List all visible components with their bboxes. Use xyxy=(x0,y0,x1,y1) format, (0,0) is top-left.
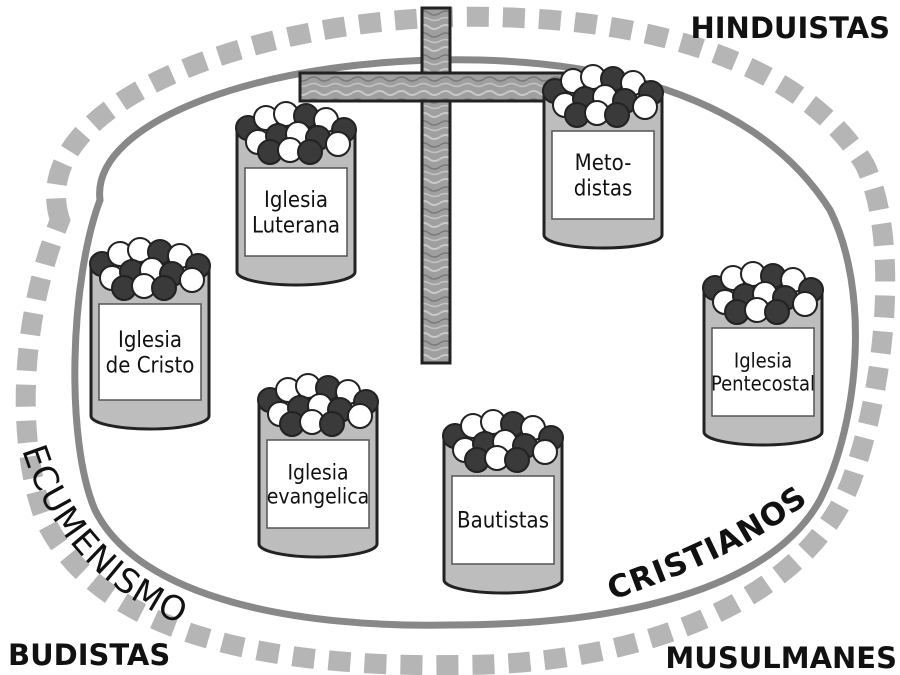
label-musulmanes: MUSULMANES xyxy=(665,641,897,675)
can-label-line: Iglesia xyxy=(264,188,328,213)
white-ball xyxy=(792,291,818,317)
dark-ball xyxy=(297,139,323,165)
can-label-line: Iglesia xyxy=(734,349,792,373)
can-label-panel xyxy=(98,303,202,401)
can-label-line: Iglesia xyxy=(287,460,348,484)
can-label-line: Pentecostal xyxy=(711,372,815,396)
can-label-panel xyxy=(244,167,348,257)
can-label-line: Iglesia xyxy=(118,328,182,353)
can-metodistas: Meto-distas xyxy=(542,64,664,250)
label-ecumenismo: ECUMENISMO xyxy=(13,440,193,633)
can-label-panel xyxy=(451,475,555,565)
dark-ball xyxy=(764,299,790,325)
can-label-line: evangelica xyxy=(267,484,369,508)
white-ball xyxy=(532,439,558,465)
dark-ball xyxy=(504,447,530,473)
dark-ball xyxy=(319,411,345,437)
can-label-line: Luterana xyxy=(252,213,340,238)
dark-ball xyxy=(151,275,177,301)
can-label-line: distas xyxy=(574,176,633,201)
christians-ring xyxy=(71,56,859,629)
can-bautistas: Bautistas xyxy=(442,409,564,595)
can-label-line: Bautistas xyxy=(457,509,549,534)
label-budistas: BUDISTAS xyxy=(8,638,170,672)
white-ball xyxy=(632,94,658,120)
cross xyxy=(298,6,572,365)
can-label-panel xyxy=(266,439,370,529)
can-label-line: de Cristo xyxy=(106,353,195,378)
can-label-line: Meto- xyxy=(575,151,632,176)
white-ball xyxy=(325,131,351,157)
dark-ball xyxy=(604,102,630,128)
can-label-panel xyxy=(551,130,655,220)
can-label-panel xyxy=(711,327,815,417)
white-ball xyxy=(179,267,205,293)
label-hinduistas: HINDUISTAS xyxy=(691,11,891,45)
white-ball xyxy=(347,403,373,429)
